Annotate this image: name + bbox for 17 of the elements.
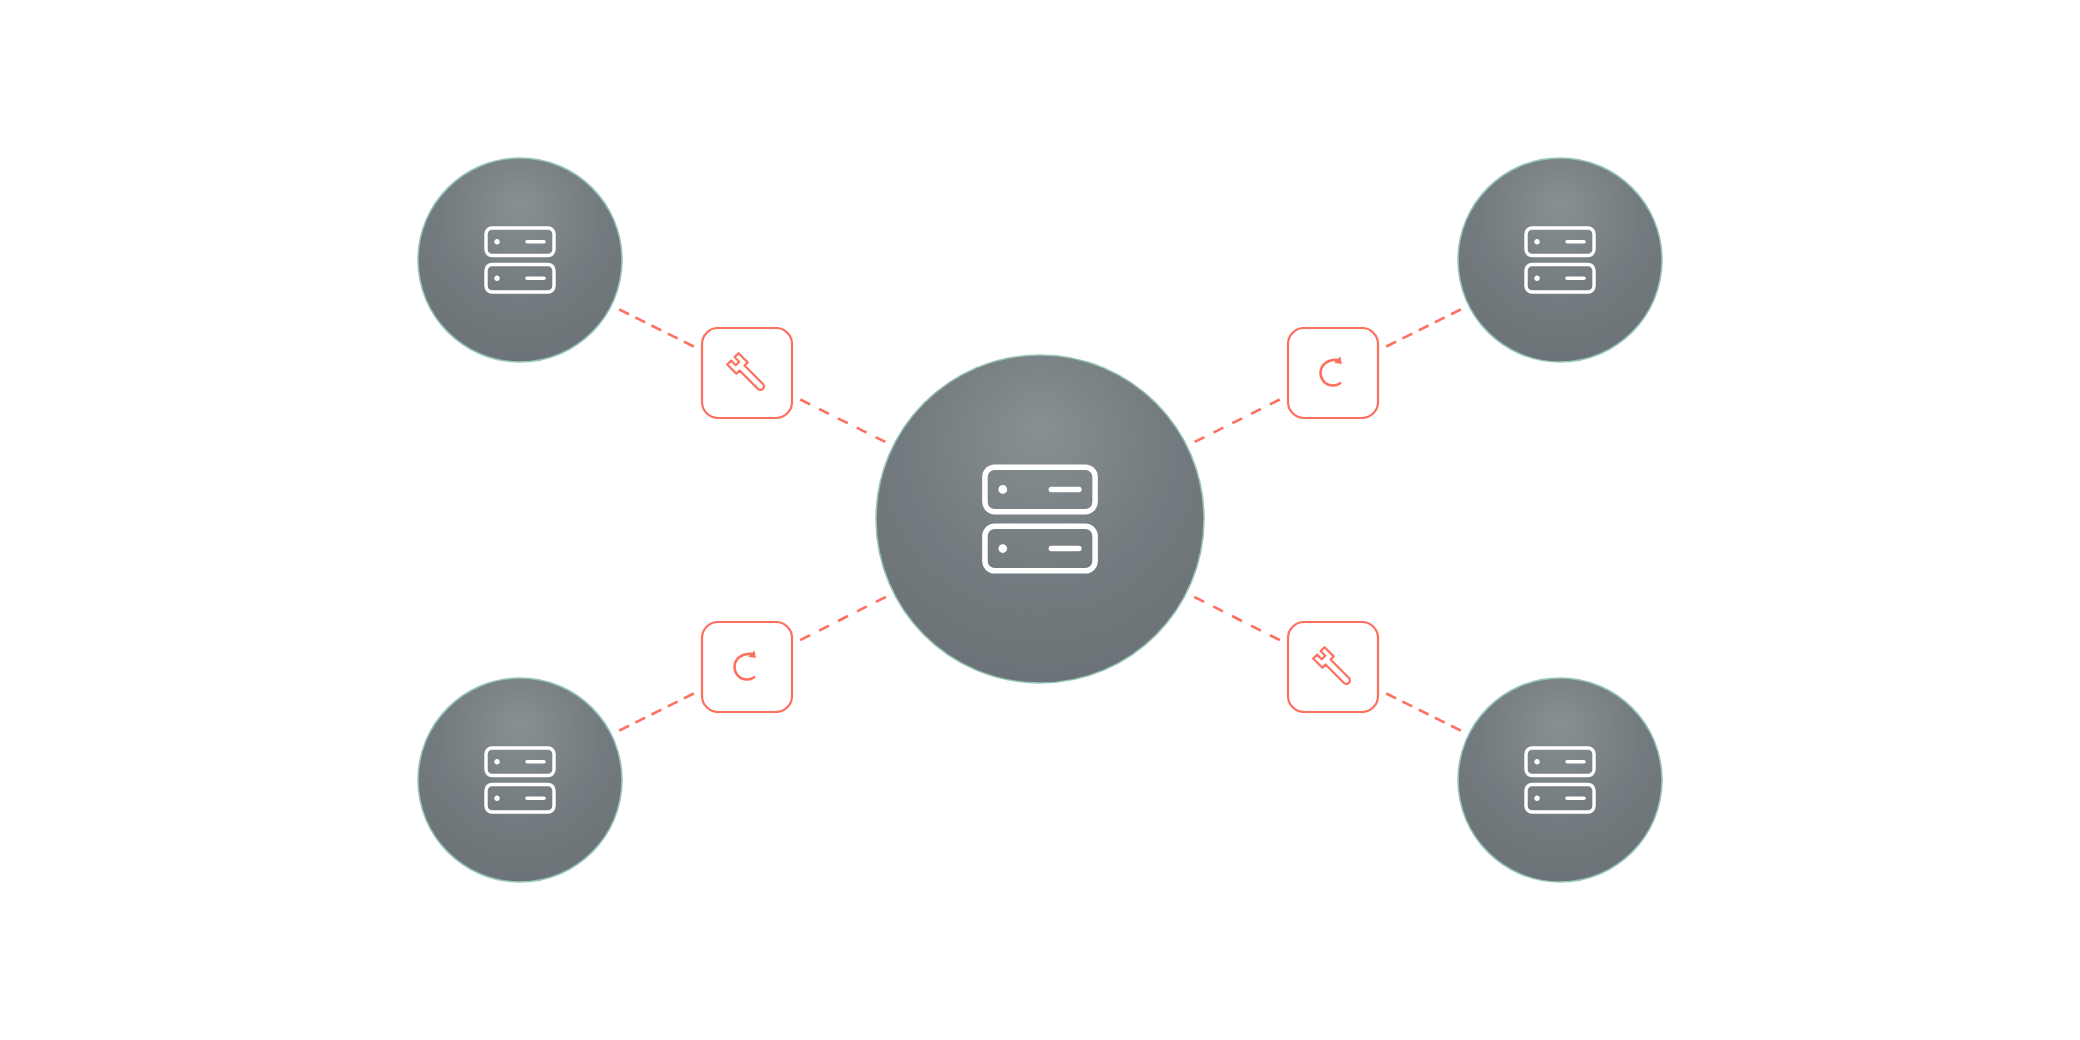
dashed-line [799,398,886,444]
node-circle [875,354,1205,684]
node-circle [417,677,623,883]
node-circle [1457,157,1663,363]
node-circle [417,157,623,363]
dashed-line [1193,595,1281,642]
dashed-line [1385,692,1462,732]
icon-tile [700,326,794,420]
dashed-line [1385,308,1462,348]
dashed-line [799,595,887,642]
icon-tile [1286,620,1380,714]
dashed-line [1194,398,1281,444]
icon-tile [700,620,794,714]
node-circle [1457,677,1663,883]
icon-tile [1286,326,1380,420]
dashed-line [618,308,695,348]
dashed-line [618,692,695,732]
